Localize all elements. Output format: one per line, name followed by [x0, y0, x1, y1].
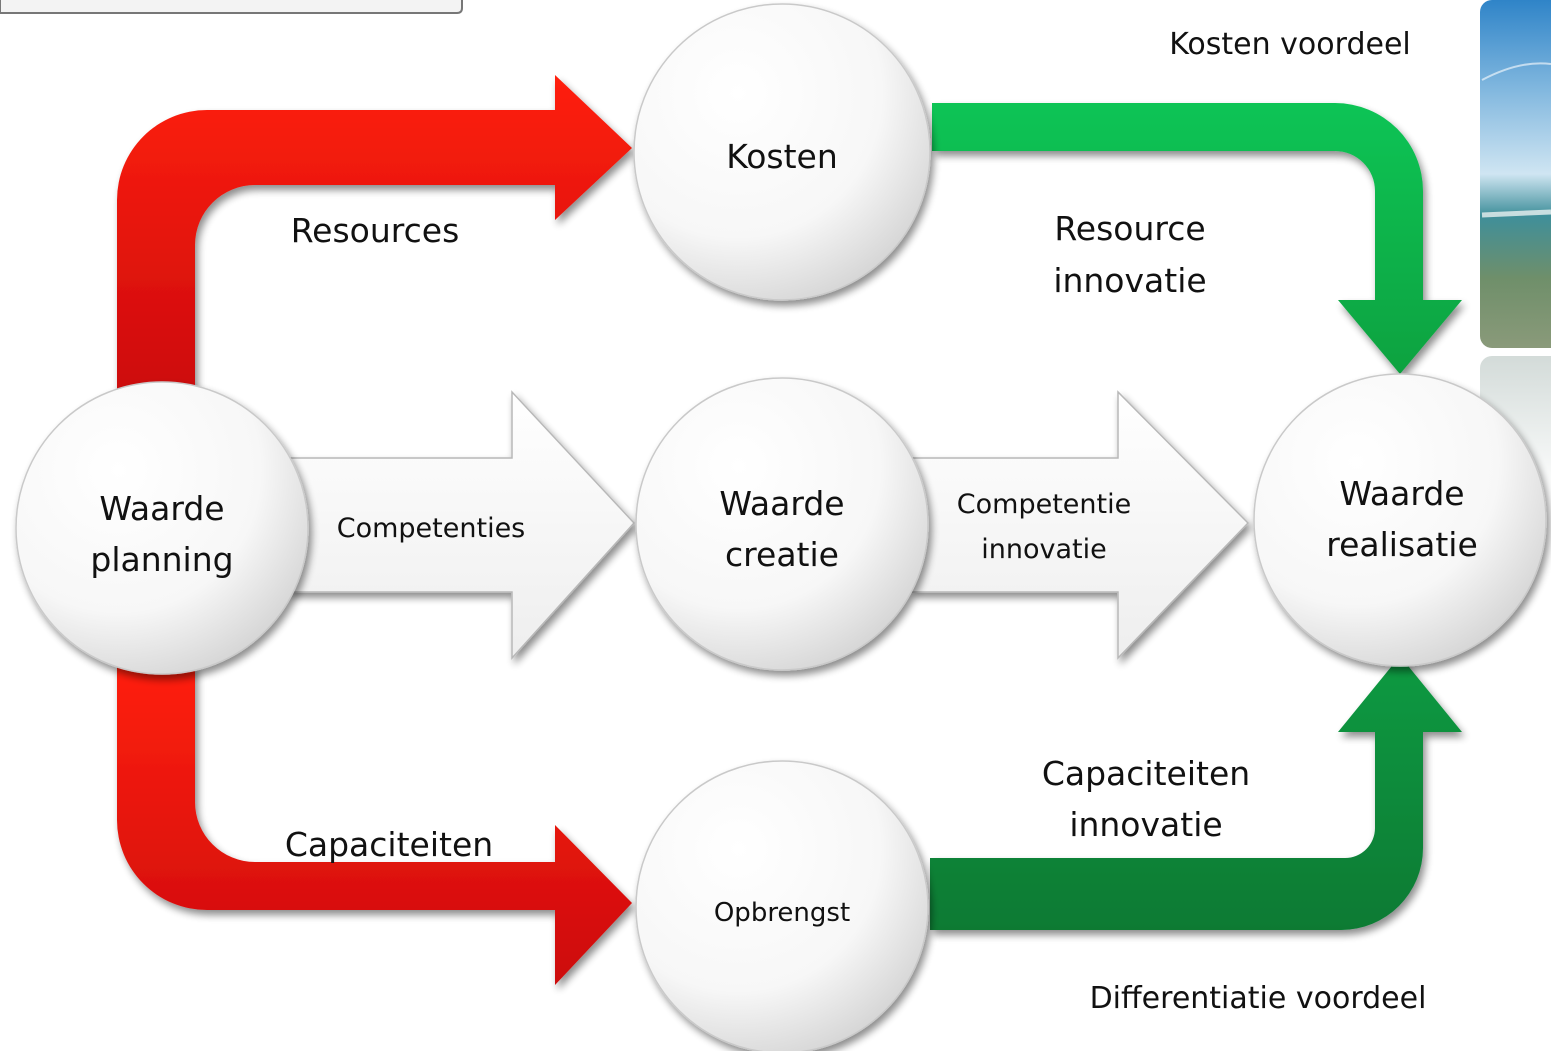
waarde-planning-line1: Waarde [99, 489, 224, 528]
white-arrow-competentie-innovatie [911, 390, 1250, 660]
resources-label: Resources [291, 211, 460, 250]
node-waarde-realisatie: Waarde realisatie [1253, 373, 1547, 667]
waarde-creatie-line2: creatie [725, 535, 839, 574]
capaciteiten-innovatie-line1: Capaciteiten [1042, 754, 1250, 793]
competentie-innovatie-line1: Competentie [957, 489, 1131, 520]
competentie-innovatie-line2: innovatie [981, 534, 1106, 565]
opbrengst-label: Opbrengst [714, 898, 850, 928]
capaciteiten-label: Capaciteiten [285, 825, 493, 864]
green-arrow-capaciteiten-innovatie [930, 656, 1462, 930]
node-waarde-creatie: Waarde creatie [635, 377, 929, 671]
node-opbrengst: Opbrengst [635, 760, 929, 1051]
differentiatie-voordeel-label: Differentiatie voordeel [1090, 981, 1427, 1016]
resource-innovatie-line2: innovatie [1053, 261, 1206, 300]
resource-innovatie-line1: Resource [1054, 209, 1205, 248]
waarde-planning-line2: planning [90, 540, 233, 579]
red-arrow-capaciteiten [117, 665, 632, 985]
node-kosten: Kosten [633, 3, 931, 301]
kosten-voordeel-label: Kosten voordeel [1169, 27, 1411, 62]
waarde-realisatie-line1: Waarde [1339, 474, 1464, 513]
competenties-label: Competenties [337, 513, 526, 544]
node-waarde-planning: Waarde planning [15, 381, 309, 675]
red-arrow-resources [117, 75, 632, 395]
waarde-realisatie-line2: realisatie [1326, 525, 1478, 564]
kosten-label: Kosten [726, 137, 838, 176]
white-arrow-competenties [289, 390, 636, 660]
cropped-text-box [0, 0, 463, 14]
waarde-creatie-line1: Waarde [719, 484, 844, 523]
capaciteiten-innovatie-line2: innovatie [1069, 805, 1222, 844]
green-arrow-resource-innovatie [932, 103, 1462, 374]
